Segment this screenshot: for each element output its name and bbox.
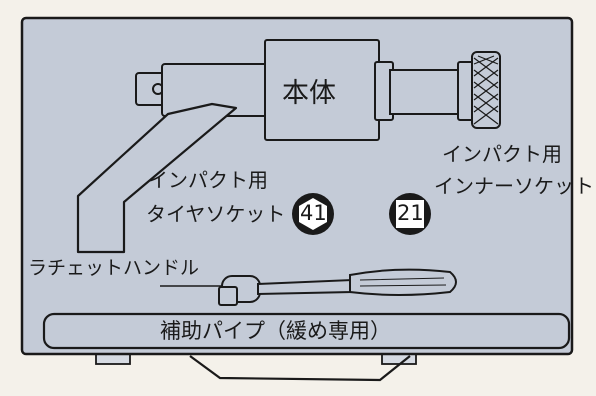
label-main-body: 本体 [282,78,336,109]
reaction-arm [76,102,238,254]
wrench-main-body [135,39,475,141]
label-impact-inner-socket-line2: インナーソケット [434,174,594,198]
knurled-knob [471,51,501,129]
ratchet-handle-graphic [160,268,457,306]
label-ratchet-handle: ラチェットハンドル [28,257,200,279]
label-socket-21: 21 [397,201,424,225]
label-socket-41: 41 [300,201,327,225]
label-impact-tire-socket-line1: インパクト用 [148,168,268,192]
extension-pipe-graphic [42,312,571,350]
label-impact-inner-socket-line1: インパクト用 [442,142,562,166]
socket-21-graphic [389,193,431,235]
label-impact-tire-socket-line2: タイヤソケット [146,202,286,226]
socket-41-graphic [292,193,334,235]
label-extension-pipe: 補助パイプ（緩め専用） [160,319,391,343]
